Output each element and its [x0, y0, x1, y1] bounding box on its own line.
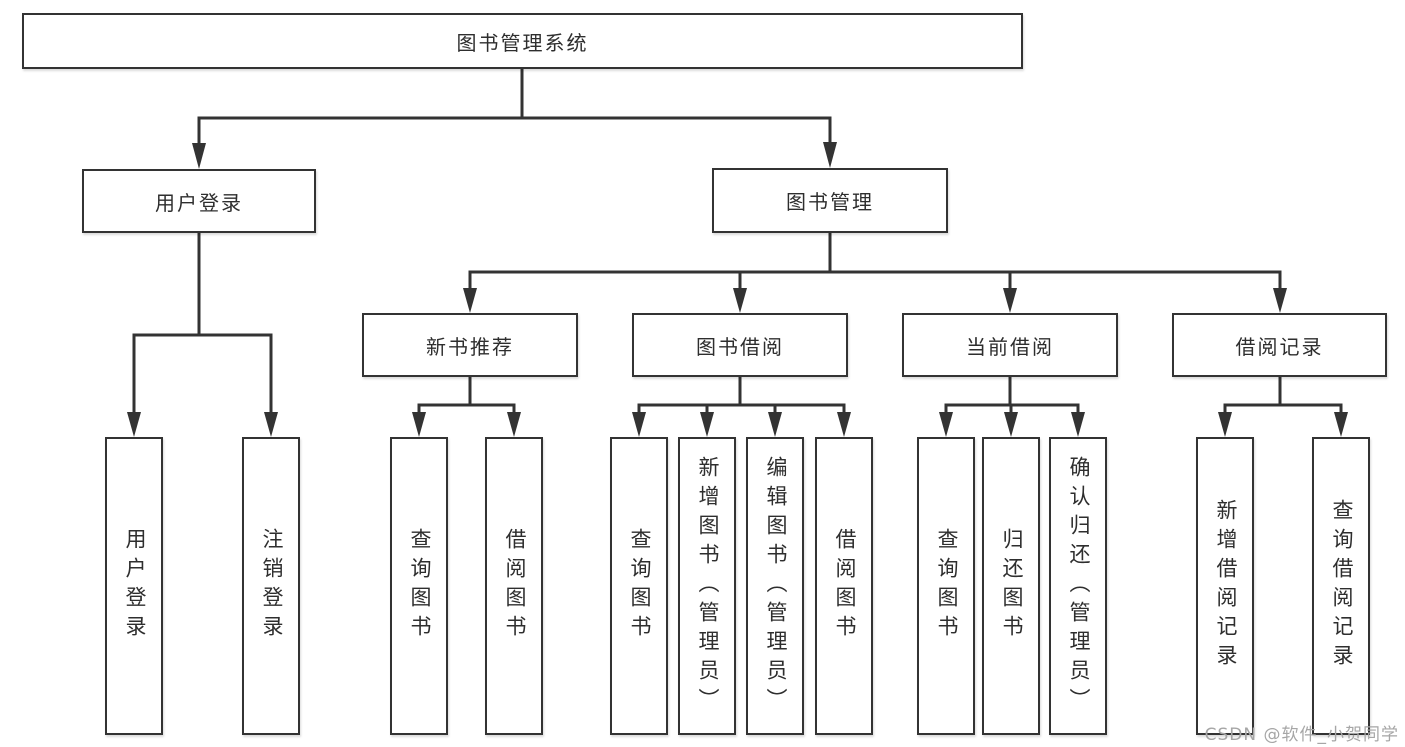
connector-root: [197, 69, 832, 144]
arrow-down-icon: [823, 142, 837, 168]
leaf-logout: 注销登录: [242, 437, 300, 735]
connector-user-login: [132, 233, 273, 413]
arrow-down-icon: [412, 412, 426, 437]
arrow-down-icon: [1334, 412, 1348, 437]
node-book-borrow: 图书借阅: [632, 313, 848, 377]
connector-current-borrow: [944, 377, 1080, 413]
leaf-query-book-recommend: 查询图书: [390, 437, 448, 735]
arrow-down-icon: [632, 412, 646, 437]
arrow-down-icon: [733, 288, 747, 313]
node-current-borrow: 当前借阅: [902, 313, 1118, 377]
leaf-confirm-return-admin: 确认归还（管理员）: [1049, 437, 1107, 735]
leaf-query-book-current: 查询图书: [917, 437, 975, 735]
connector-new-book-recommend: [417, 377, 516, 413]
arrow-down-icon: [1218, 412, 1232, 437]
connector-lines: [132, 69, 1343, 413]
leaf-add-book-admin: 新增图书（管理员）: [678, 437, 736, 735]
arrow-down-icon: [507, 412, 521, 437]
node-borrow-record: 借阅记录: [1172, 313, 1387, 377]
connector-book-management: [468, 233, 1282, 289]
leaf-user-login: 用户登录: [105, 437, 163, 735]
arrow-down-icon: [837, 412, 851, 437]
arrow-down-icon: [939, 412, 953, 437]
leaf-return-book: 归还图书: [982, 437, 1040, 735]
leaf-add-borrow-record: 新增借阅记录: [1196, 437, 1254, 735]
node-root: 图书管理系统: [22, 13, 1023, 69]
arrow-down-icon: [127, 412, 141, 437]
arrow-down-icon: [1003, 288, 1017, 313]
arrow-down-icon: [1004, 412, 1018, 437]
connector-borrow-record: [1223, 377, 1343, 413]
arrow-down-icon: [1273, 288, 1287, 313]
connector-arrowheads: [127, 142, 1348, 437]
leaf-query-borrow-record: 查询借阅记录: [1312, 437, 1370, 735]
arrow-down-icon: [1071, 412, 1085, 437]
leaf-borrow-book-recommend: 借阅图书: [485, 437, 543, 735]
leaf-query-book-borrow: 查询图书: [610, 437, 668, 735]
connector-book-borrow: [637, 377, 846, 413]
arrow-down-icon: [700, 412, 714, 437]
arrow-down-icon: [768, 412, 782, 437]
arrow-down-icon: [463, 288, 477, 313]
node-new-book-recommend: 新书推荐: [362, 313, 578, 377]
arrow-down-icon: [264, 412, 278, 437]
node-book-management: 图书管理: [712, 168, 948, 233]
leaf-edit-book-admin: 编辑图书（管理员）: [746, 437, 804, 735]
arrow-down-icon: [192, 143, 206, 169]
watermark: CSDN @软件_小贺同学: [1204, 725, 1399, 745]
node-user-login: 用户登录: [82, 169, 316, 233]
leaf-borrow-book: 借阅图书: [815, 437, 873, 735]
